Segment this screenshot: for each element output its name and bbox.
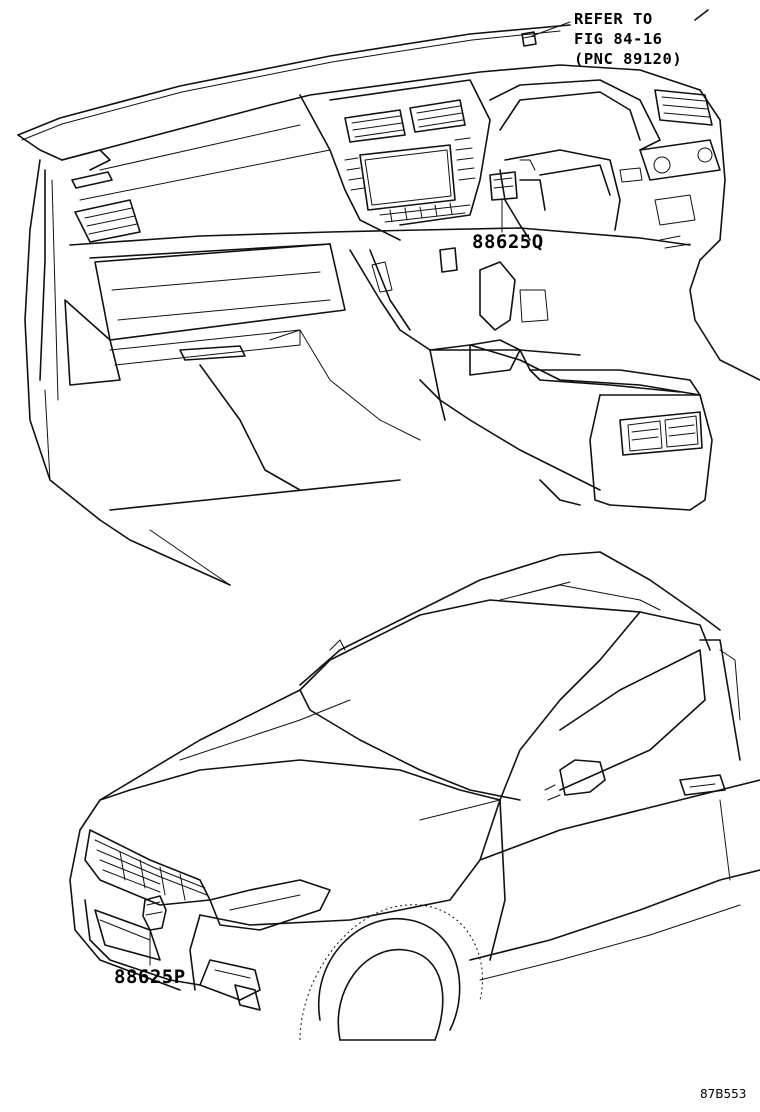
leader-line-refer <box>531 21 571 37</box>
refer-note-line-2: FIG 84-16 <box>574 30 663 48</box>
refer-note-line-3: (PNC 89120) <box>574 50 683 68</box>
car-exterior-view <box>69 551 760 1041</box>
figure-code: 87B553 <box>700 1087 747 1101</box>
dashboard-interior-view <box>17 9 760 586</box>
part-callout-88625p[interactable]: 88625P <box>114 966 186 988</box>
refer-note-line-1: REFER TO <box>574 10 653 28</box>
sensor-88625q-body <box>489 171 518 201</box>
part-callout-88625q[interactable]: 88625Q <box>472 231 544 253</box>
sensor-88625p-body <box>142 895 167 931</box>
